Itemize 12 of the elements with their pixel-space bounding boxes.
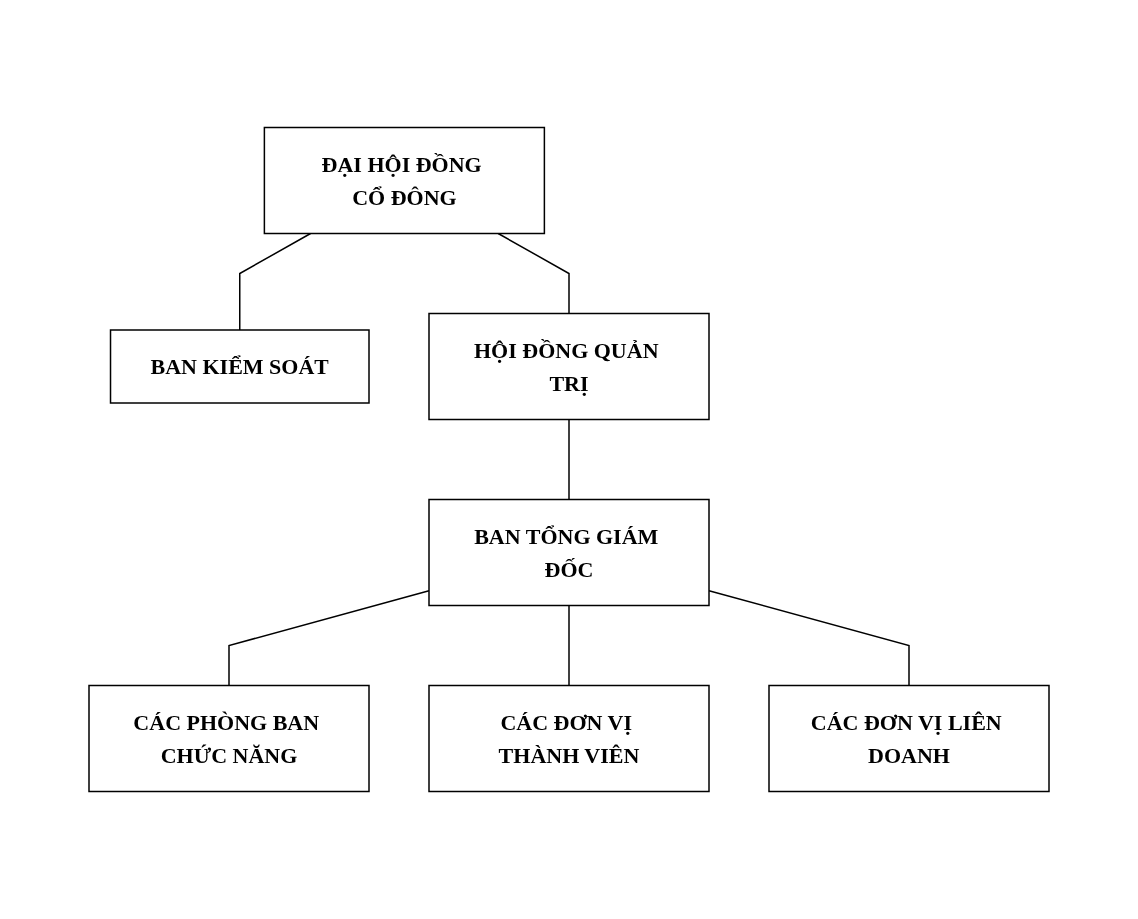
node-box: HỘI ĐỒNG QUẢN TRỊ <box>428 312 710 421</box>
connector <box>497 232 570 315</box>
connector <box>239 232 312 331</box>
node-box: CÁC PHÒNG BAN CHỨC NĂNG <box>88 684 370 793</box>
node-box: BAN KIỂM SOÁT <box>109 329 370 404</box>
connector <box>568 604 570 687</box>
node-box: ĐẠI HỘI ĐỒNG CỔ ĐÔNG <box>263 126 546 235</box>
connector <box>228 590 430 687</box>
node-box: CÁC ĐƠN VỊ LIÊN DOANH <box>768 684 1050 793</box>
node-box: BAN TỔNG GIÁM ĐỐC <box>428 498 710 607</box>
connector <box>568 418 570 501</box>
node-box: CÁC ĐƠN VỊ THÀNH VIÊN <box>428 684 710 793</box>
